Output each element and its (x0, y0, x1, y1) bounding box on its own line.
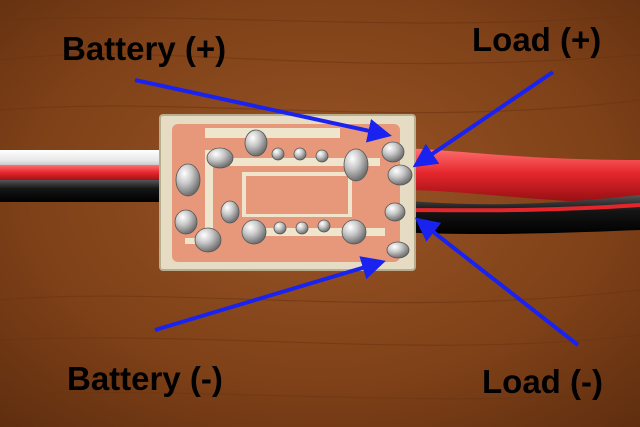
pcb-board (159, 114, 416, 271)
arrow-load-neg (414, 217, 580, 347)
load-negative-label: Load (-) (482, 363, 603, 400)
arrow-battery-neg (154, 256, 386, 332)
battery-positive-label: Battery (+) (62, 30, 227, 67)
arrow-load-pos (412, 70, 555, 168)
right-wire-bundle (394, 148, 640, 235)
arrow-battery-pos (134, 78, 392, 143)
left-wire-bundle (0, 150, 175, 202)
wood-grain (0, 14, 640, 400)
annotation-arrows (134, 70, 580, 347)
load-positive-label: Load (+) (472, 21, 602, 58)
battery-negative-label: Battery (-) (67, 360, 223, 397)
